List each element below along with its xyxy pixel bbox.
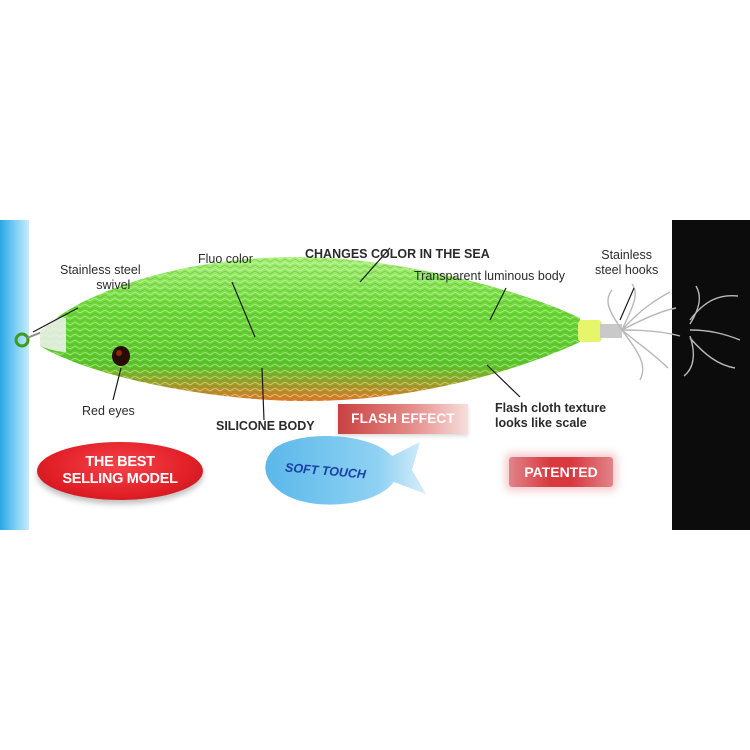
tail-collar xyxy=(578,320,602,342)
swivel-ring xyxy=(14,332,30,348)
soft-touch-fish-icon xyxy=(265,436,426,505)
label-changes-color: CHANGES COLOR IN THE SEA xyxy=(305,247,490,261)
badge-flash-effect: FLASH EFFECT xyxy=(338,404,468,434)
label-fluo-color: Fluo color xyxy=(198,252,253,266)
left-blue-bar xyxy=(0,220,29,530)
label-red-eyes: Red eyes xyxy=(82,404,135,418)
red-eye xyxy=(112,346,130,366)
badge-patented: PATENTED xyxy=(509,457,613,487)
label-silicone-body: SILICONE BODY xyxy=(216,419,315,433)
label-transparent-body: Transparent luminous body xyxy=(414,269,566,283)
squid-jig-illustration xyxy=(14,247,741,505)
steel-hooks xyxy=(607,283,741,381)
